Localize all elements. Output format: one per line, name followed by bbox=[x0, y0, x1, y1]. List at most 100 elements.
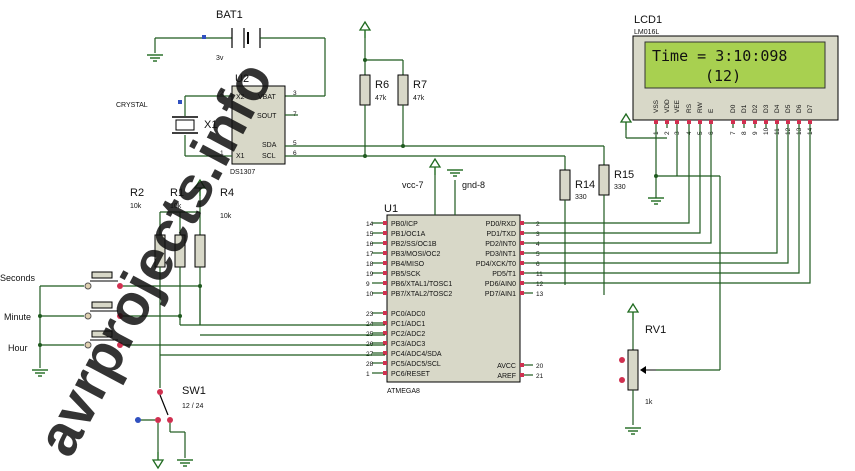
u2-num-3: 3 bbox=[293, 90, 297, 97]
crystal-label: CRYSTAL bbox=[116, 102, 148, 109]
lcd-data-wires bbox=[533, 128, 811, 284]
u2-num-5: 5 bbox=[293, 140, 297, 147]
mcu-right-pin-label: PD3/INT1 bbox=[485, 251, 516, 258]
mcu-right-pin-number: 2 bbox=[536, 221, 540, 228]
r4-value: 10k bbox=[220, 213, 232, 220]
lcd-pin-dot bbox=[764, 120, 768, 124]
mcu-right-pin-number: 3 bbox=[536, 231, 540, 238]
bat1-ref: BAT1 bbox=[216, 9, 243, 21]
mcu-left-pin-number: 10 bbox=[366, 291, 374, 298]
lcd-screen bbox=[644, 41, 826, 89]
lcd-pin-label: RW bbox=[697, 101, 704, 113]
lcd-pin-dot bbox=[731, 120, 735, 124]
lcd-pin-dot bbox=[698, 120, 702, 124]
mcu-right-pin-label: PD1/TXD bbox=[486, 231, 516, 238]
ground-icon bbox=[647, 197, 665, 205]
r1-value: 10k bbox=[170, 203, 182, 210]
mcu-right-pin-label: PD2/INT0 bbox=[485, 241, 516, 248]
mcu-right-pin-label: AVCC bbox=[497, 363, 516, 370]
mcu-right-pin-label: PD6/AIN0 bbox=[485, 281, 516, 288]
lcd-pin-label: D0 bbox=[730, 104, 737, 113]
u2-pin-scl: SCL bbox=[262, 153, 276, 160]
crystal-x1: CRYSTAL X1 bbox=[116, 95, 218, 157]
potentiometer-rv1: RV1 1k bbox=[619, 303, 666, 435]
r7-ref: R7 bbox=[413, 79, 427, 91]
lcd-pin-label: RS bbox=[686, 103, 693, 113]
mcu-part: ATMEGA8 bbox=[387, 388, 420, 395]
r2-ref: R2 bbox=[130, 187, 144, 199]
mcu-pin-dot bbox=[383, 361, 387, 365]
lcd-pin-label: VDD bbox=[664, 99, 671, 113]
lcd-pin-dot bbox=[665, 120, 669, 124]
push-buttons: Seconds Minute Hour bbox=[0, 271, 385, 377]
r15-value: 330 bbox=[614, 184, 626, 191]
mcu-pin-dot bbox=[520, 373, 524, 377]
hour-button[interactable] bbox=[40, 330, 385, 349]
mcu-left-pin-label: PC4/ADC4/SDA bbox=[391, 351, 442, 358]
mcu-right-pin-label: PD4/XCK/T0 bbox=[476, 261, 516, 268]
mcu-left-pin-label: PB0/ICP bbox=[391, 221, 418, 228]
mcu-left-pin-label: PC2/ADC2 bbox=[391, 331, 425, 338]
mcu-pin-dot bbox=[520, 251, 524, 255]
lcd-pin-dot bbox=[675, 120, 679, 124]
lcd-pin-number: 10 bbox=[763, 127, 770, 135]
switch-sw1[interactable]: SW1 12 / 24 bbox=[135, 385, 206, 469]
mcu-right-pin-label: PD7/AIN1 bbox=[485, 291, 516, 298]
power-icon bbox=[429, 158, 441, 176]
pullup-resistors: R6 47k R7 47k bbox=[359, 21, 427, 158]
power-icon bbox=[620, 113, 632, 131]
mcu-right-pin-number: 12 bbox=[536, 281, 544, 288]
mcu-pin-dot bbox=[383, 331, 387, 335]
mcu-pin-dot bbox=[383, 321, 387, 325]
mcu-right-pin-label: PD0/RXD bbox=[486, 221, 516, 228]
ground-icon bbox=[446, 169, 464, 177]
mcu-left-pin-label: PC0/ADC0 bbox=[391, 311, 425, 318]
mcu-right-pin-number: 21 bbox=[536, 373, 544, 380]
u2-pin-vbat: VBAT bbox=[258, 94, 276, 101]
mcu-pin-dot bbox=[383, 341, 387, 345]
minute-button[interactable] bbox=[40, 301, 182, 320]
ground-icon bbox=[146, 54, 164, 62]
mcu-pin-dot bbox=[383, 281, 387, 285]
lcd-pin-label: D6 bbox=[796, 104, 803, 113]
mcu-left-pin-label: PB4/MISO bbox=[391, 261, 425, 268]
u2-num-6: 6 bbox=[293, 150, 297, 157]
mcu-left-pin-label: PC5/ADC5/SCL bbox=[391, 361, 441, 368]
mcu-left-pin-label: PB3/MOSI/OC2 bbox=[391, 251, 441, 258]
mcu-left-pin-number: 17 bbox=[366, 251, 374, 258]
lcd-line-1: Time = 3:10:098 bbox=[652, 47, 787, 65]
r15-ref: R15 bbox=[614, 169, 634, 181]
mcu-pin-dot bbox=[520, 271, 524, 275]
lcd-pin-dot bbox=[687, 120, 691, 124]
u2-pin-x1: X1 bbox=[236, 153, 245, 160]
mcu-pin-dot bbox=[383, 291, 387, 295]
mcu-left-pin-number: 19 bbox=[366, 271, 374, 278]
power-icon bbox=[359, 21, 371, 39]
r14-ref: R14 bbox=[575, 179, 595, 191]
lcd-pin-number: 8 bbox=[741, 131, 748, 135]
mcu-left-pin-number: 28 bbox=[366, 361, 374, 368]
lcd-pin-label: E bbox=[708, 108, 715, 113]
mcu-gnd-label: gnd-8 bbox=[462, 180, 485, 190]
u2-pin-sout: SOUT bbox=[257, 113, 277, 120]
series-resistors: R14 330 R15 330 bbox=[403, 145, 634, 295]
lcd-pin-number: 7 bbox=[730, 131, 737, 135]
mcu-pin-dot bbox=[383, 251, 387, 255]
lcd-pin-label: VEE bbox=[674, 99, 681, 113]
mcu-left-pin-label: PB6/XTAL1/TOSC1 bbox=[391, 281, 452, 288]
rv1-ref: RV1 bbox=[645, 324, 666, 336]
lcd-pin-label: D7 bbox=[807, 104, 814, 113]
r7-value: 47k bbox=[413, 95, 425, 102]
mcu-left-pin-label: PC1/ADC1 bbox=[391, 321, 425, 328]
minute-label: Minute bbox=[4, 312, 31, 322]
mcu-right-pin-number: 20 bbox=[536, 363, 544, 370]
battery-bat1: BAT1 3v bbox=[146, 9, 326, 97]
mcu-left-pin-label: PB1/OC1A bbox=[391, 231, 426, 238]
ground-icon bbox=[31, 369, 49, 377]
lcd-pin-dot bbox=[808, 120, 812, 124]
mcu-pin-dot bbox=[383, 351, 387, 355]
mcu-right-pins: 2PD0/RXD3PD1/TXD4PD2/INT05PD3/INT16PD4/X… bbox=[476, 221, 544, 380]
seconds-button[interactable] bbox=[40, 271, 202, 290]
r2-value: 10k bbox=[130, 203, 142, 210]
